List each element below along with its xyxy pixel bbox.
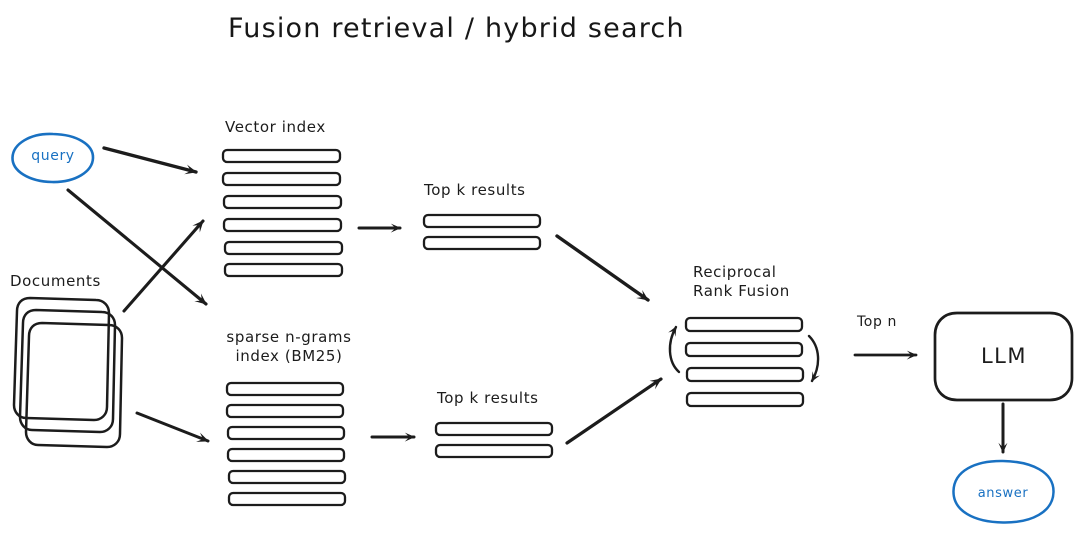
sparse-index-label-line2: index (BM25) bbox=[235, 346, 343, 365]
node-documents-label: Documents bbox=[10, 272, 101, 290]
edge-label-top-n: Top n bbox=[857, 314, 897, 330]
node-answer bbox=[952, 459, 1055, 524]
edge-query-to-sparse-index bbox=[66, 188, 208, 306]
node-sparse-index bbox=[225, 381, 347, 507]
node-topk-sparse bbox=[434, 421, 554, 459]
page-title: Fusion retrieval / hybrid search bbox=[228, 13, 685, 44]
node-query bbox=[11, 132, 95, 184]
edge-topk-vector-to-fusion bbox=[555, 234, 650, 302]
node-documents bbox=[12, 296, 124, 449]
sparse-index-label-line1: sparse n-grams bbox=[226, 328, 352, 346]
edge-documents-to-sparse-index bbox=[135, 411, 210, 443]
node-topk-vector bbox=[422, 213, 542, 251]
edge-query-to-vector-index bbox=[102, 146, 198, 175]
node-topk-sparse-label: Top k results bbox=[437, 389, 539, 407]
node-query-label: query bbox=[31, 148, 75, 164]
fusion-loop-arrows bbox=[668, 325, 820, 383]
edge-documents-to-vector-index bbox=[122, 219, 205, 313]
fusion-label-line1: Reciprocal bbox=[693, 263, 777, 281]
node-llm bbox=[933, 311, 1074, 402]
node-sparse-index-label: sparse n-grams index (BM25) bbox=[224, 328, 354, 366]
node-llm-label: LLM bbox=[980, 344, 1028, 368]
node-vector-index-label: Vector index bbox=[225, 118, 326, 136]
node-fusion bbox=[684, 316, 805, 408]
edge-topk-sparse-to-fusion bbox=[565, 377, 663, 445]
node-topk-vector-label: Top k results bbox=[424, 181, 526, 199]
fusion-label-line2: Rank Fusion bbox=[693, 281, 790, 300]
node-vector-index bbox=[221, 148, 344, 278]
node-answer-label: answer bbox=[977, 486, 1029, 501]
node-fusion-label: Reciprocal Rank Fusion bbox=[693, 263, 813, 301]
